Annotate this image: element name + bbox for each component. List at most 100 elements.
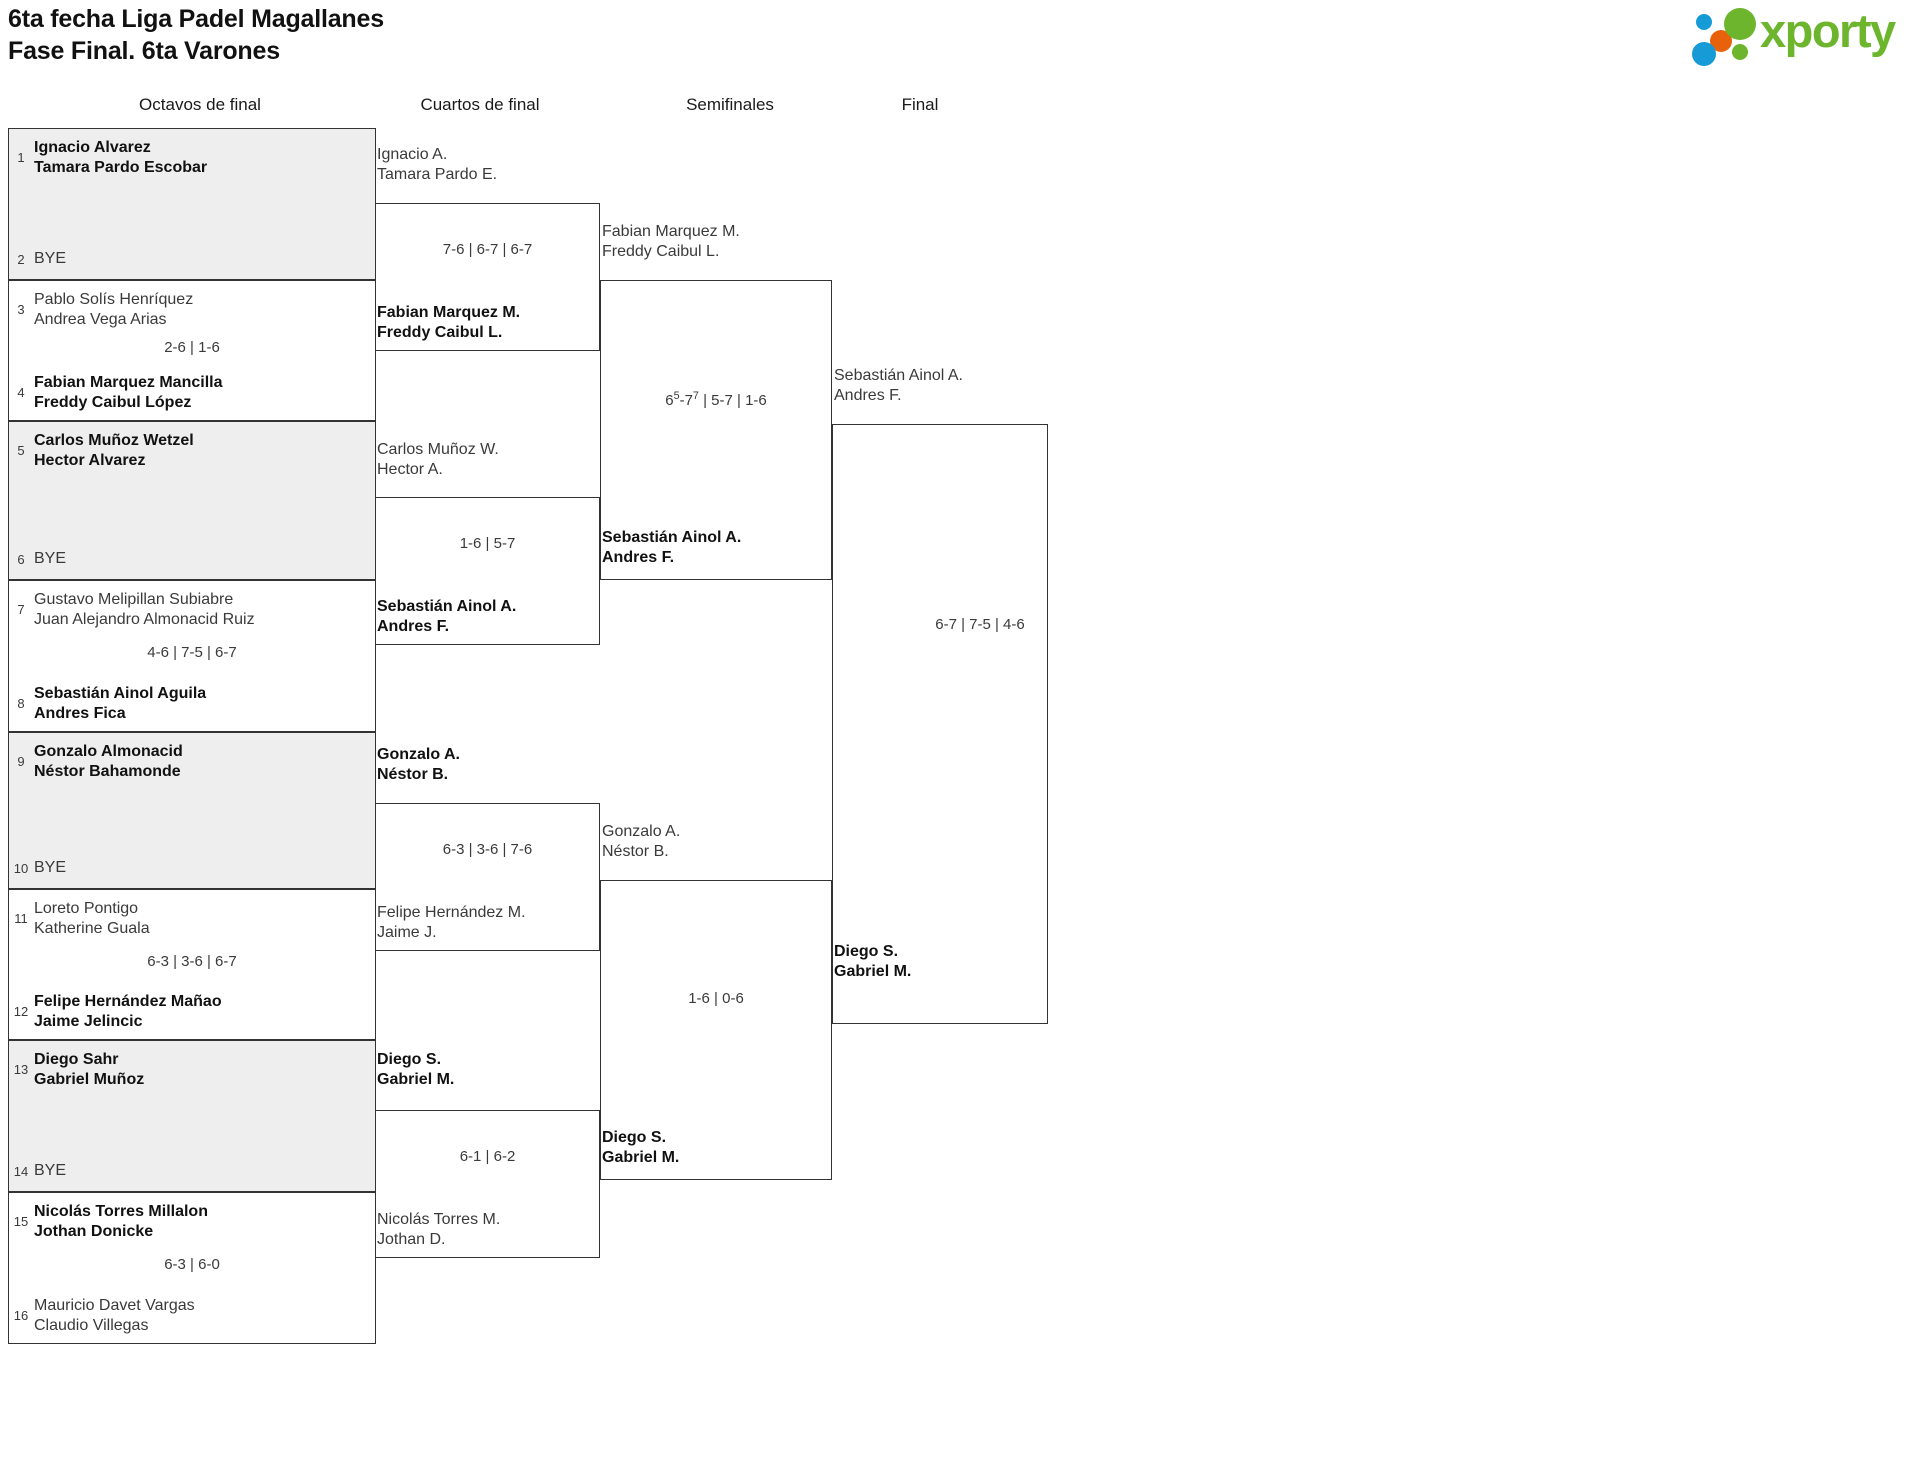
sf-team-bottom[interactable]: Sebastián Ainol A. Andres F. [602,529,742,566]
r16-match-box[interactable] [8,280,376,421]
r16-entry[interactable]: 14 BYE [8,1162,376,1180]
team-names: Loreto Pontigo Katherine Guala [34,900,150,937]
r16-entry[interactable]: 11 Loreto Pontigo Katherine Guala [8,899,376,938]
sf-match-box[interactable] [600,880,832,1180]
round-header-octavos: Octavos de final [139,95,261,114]
team-names: Fabian Marquez Mancilla Freddy Caibul Ló… [34,374,223,411]
qf-match-box[interactable] [375,1110,600,1258]
r16-entry[interactable]: 13 Diego Sahr Gabriel Muñoz [8,1050,376,1089]
bye-label: BYE [34,250,67,267]
seed-number: 2 [17,251,25,267]
r16-score: 6-3 | 3-6 | 6-7 [147,952,237,970]
team-names: Sebastián Ainol Aguila Andres Fica [34,685,207,722]
qf-team-bottom[interactable]: Nicolás Torres M. Jothan D. [377,1211,501,1248]
logo-dot-blue-large [1692,42,1716,66]
r16-entry[interactable]: 7 Gustavo Melipillan Subiabre Juan Alejan… [8,590,376,629]
seed-number: 4 [17,385,25,401]
r16-entry[interactable]: 3 Pablo Solís Henríquez Andrea Vega Arias [8,290,376,329]
xporty-logo: xporty [1688,4,1908,66]
qf-score: 6-1 | 6-2 [459,1148,516,1165]
round-header-cuartos: Cuartos de final [420,95,540,114]
seed-number: 13 [13,1062,29,1078]
r16-entry[interactable]: 2 BYE [8,250,376,268]
qf-team-bottom[interactable]: Fabian Marquez M. Freddy Caibul L. [377,304,521,341]
r16-match-box[interactable] [8,889,376,1040]
seed-number: 15 [13,1214,29,1230]
seed-number: 16 [13,1308,29,1324]
r16-entry[interactable]: 4 Fabian Marquez Mancilla Freddy Caibul L… [8,373,376,412]
qf-match-box[interactable] [375,497,600,645]
qf-team-top[interactable]: Carlos Muñoz W. Hector A. [377,441,499,478]
r16-match-box[interactable] [8,421,376,580]
seed-number: 8 [17,696,25,712]
sf-match-box[interactable] [600,280,832,580]
final-team-top[interactable]: Sebastián Ainol A. Andres F. [834,367,963,404]
r16-score: 2-6 | 1-6 [164,338,220,356]
r16-score: 4-6 | 7-5 | 6-7 [147,644,237,661]
r16-match-box[interactable] [8,1192,376,1344]
r16-entry[interactable]: 12 Felipe Hernández Mañao Jaime Jelincic [8,992,376,1031]
seed-number: 12 [13,1004,29,1020]
seed-number: 7 [17,602,25,618]
logo-dot-green-small [1732,44,1748,60]
qf-score: 1-6 | 5-7 [459,535,516,552]
seed-number: 3 [17,302,25,318]
qf-team-bottom[interactable]: Felipe Hernández M. Jaime J. [377,904,526,941]
seed-number: 10 [13,860,29,876]
seed-number: 5 [17,443,25,459]
bye-label: BYE [34,550,67,567]
final-team-bottom[interactable]: Diego S. Gabriel M. [834,943,912,980]
qf-team-top[interactable]: Diego S. Gabriel M. [377,1051,455,1088]
r16-entry[interactable]: 6 BYE [8,550,376,568]
team-names: Mauricio Davet Vargas Claudio Villegas [34,1297,195,1334]
qf-match-box[interactable] [375,203,600,351]
r16-match-box[interactable] [8,128,376,280]
team-names: Gustavo Melipillan Subiabre Juan Alejand… [34,591,255,628]
r16-match-box[interactable] [8,1040,376,1192]
bye-label: BYE [34,859,67,876]
round-header-semis: Semifinales [686,95,774,114]
seed-number: 14 [13,1163,29,1179]
team-names: Carlos Muñoz Wetzel Hector Alvarez [34,432,194,469]
final-score: 6-7 | 7-5 | 4-6 [935,616,1025,633]
qf-score: 7-6 | 6-7 | 6-7 [442,241,533,258]
logo-dot-blue-small [1696,14,1712,30]
team-names: Gonzalo Almonacid Néstor Bahamonde [34,743,183,780]
qf-score: 6-3 | 3-6 | 7-6 [442,841,533,858]
sf-team-top[interactable]: Fabian Marquez M. Freddy Caibul L. [602,223,740,260]
r16-entry[interactable]: 5 Carlos Muñoz Wetzel Hector Alvarez [8,431,376,470]
team-names: Felipe Hernández Mañao Jaime Jelincic [34,993,222,1030]
seed-number: 6 [17,551,25,567]
sf-team-bottom[interactable]: Diego S. Gabriel M. [602,1129,680,1166]
final-match-box[interactable] [832,424,1048,1024]
qf-match-box[interactable] [375,803,600,951]
seed-number: 11 [14,911,28,927]
team-names: Diego Sahr Gabriel Muñoz [34,1051,145,1088]
team-names: Nicolás Torres Millalon Jothan Donicke [34,1203,208,1240]
r16-score: 6-3 | 6-0 [164,1256,220,1273]
qf-team-top[interactable]: Ignacio A. Tamara Pardo E. [377,146,498,183]
sf-team-top[interactable]: Gonzalo A. Néstor B. [602,823,681,860]
page-title: 6ta fecha Liga Padel Magallanes Fase Fin… [8,5,384,65]
seed-number: 9 [17,754,25,770]
r16-entry[interactable]: 9 Gonzalo Almonacid Néstor Bahamonde [8,742,376,781]
r16-entry[interactable]: 10 BYE [8,859,376,877]
logo-dot-orange [1710,30,1732,52]
qf-team-top[interactable]: Gonzalo A. Néstor B. [377,746,460,783]
logo-dot-green-large [1724,8,1756,40]
team-names: Ignacio Alvarez Tamara Pardo Escobar [34,139,208,176]
r16-match-box[interactable] [8,580,376,732]
team-names: Pablo Solís Henríquez Andrea Vega Arias [34,291,194,328]
logo-wordmark: xporty [1760,4,1896,57]
r16-entry[interactable]: 8 Sebastián Ainol Aguila Andres Fica [8,684,376,723]
round-header-final: Final [901,95,939,114]
r16-entry[interactable]: 16 Mauricio Davet Vargas Claudio Villegas [8,1296,376,1335]
qf-team-bottom[interactable]: Sebastián Ainol A. Andres F. [377,598,517,635]
bye-label: BYE [34,1162,67,1179]
sf-score: 65-77 | 5-7 | 1-6 [665,390,767,409]
sf-score: 1-6 | 0-6 [688,990,744,1007]
r16-match-box[interactable] [8,732,376,889]
r16-entry[interactable]: 15 Nicolás Torres Millalon Jothan Donicke [8,1202,376,1241]
